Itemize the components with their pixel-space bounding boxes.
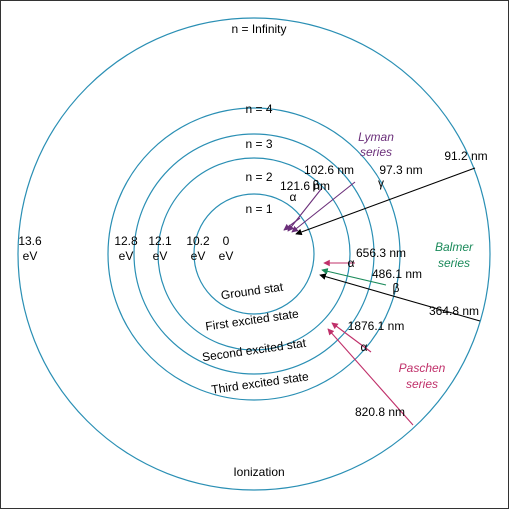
second-excited-label: Second excited stat xyxy=(201,336,307,365)
paschen-alpha-wavelength: 1876.1 nm xyxy=(348,319,405,333)
lyman-series-title-1: Lyman xyxy=(358,130,394,144)
energy-n1-value: 0 xyxy=(223,234,230,248)
lyman-beta-greek: β xyxy=(313,178,320,192)
n1-label: n = 1 xyxy=(245,202,272,216)
lyman-alpha-greek: α xyxy=(290,190,297,204)
paschen-series-title-2: series xyxy=(406,377,438,391)
energy-n2-unit: eV xyxy=(191,249,206,263)
ionization-label: Ionization xyxy=(233,465,284,479)
energy-inf-value: 13.6 xyxy=(18,234,42,248)
orbit-infinity xyxy=(17,17,491,491)
energy-n1-unit: eV xyxy=(219,249,234,263)
balmer-beta-greek: β xyxy=(393,281,400,295)
balmer-alpha-wavelength: 656.3 nm xyxy=(356,246,406,260)
lyman-series-title-2: series xyxy=(360,145,392,159)
balmer-alpha-greek: α xyxy=(348,256,355,270)
energy-n4-value: 12.8 xyxy=(114,234,138,248)
n4-label: n = 4 xyxy=(245,102,272,116)
ground-state-label: Ground stat xyxy=(220,280,285,303)
orbit-n4 xyxy=(107,107,401,401)
orbit-n2 xyxy=(157,157,351,351)
paschen-limit-wavelength: 820.8 nm xyxy=(355,405,405,419)
balmer-series-title-2: series xyxy=(438,256,470,270)
n3-label: n = 3 xyxy=(245,137,272,151)
balmer-beta-line xyxy=(321,268,387,286)
lyman-beta-line xyxy=(287,187,323,232)
lyman-alpha-wavelength: 121.6 nm xyxy=(280,179,330,193)
balmer-limit-wavelength: 364.8 nm xyxy=(429,304,479,318)
energy-n2-value: 10.2 xyxy=(186,234,210,248)
paschen-alpha-greek: α xyxy=(361,340,368,354)
lyman-limit-line xyxy=(295,167,476,236)
lyman-gamma-line xyxy=(291,181,356,233)
n2-label: n = 2 xyxy=(245,170,272,184)
paschen-alpha-line xyxy=(331,322,372,353)
energy-n4-unit: eV xyxy=(119,249,134,263)
orbit-n3 xyxy=(133,133,375,375)
balmer-limit-line xyxy=(319,273,481,322)
paschen-limit-line xyxy=(327,328,414,426)
lyman-beta-wavelength: 102.6 nm xyxy=(304,163,354,177)
n-infinity-label: n = Infinity xyxy=(231,22,286,36)
lyman-limit-wavelength: 91.2 nm xyxy=(444,149,487,163)
lyman-gamma-greek: γ xyxy=(378,176,384,190)
first-excited-label: First excited state xyxy=(204,306,299,333)
energy-n3-value: 12.1 xyxy=(148,234,172,248)
energy-inf-unit: eV xyxy=(23,249,38,263)
balmer-beta-wavelength: 486.1 nm xyxy=(372,267,422,281)
energy-n3-unit: eV xyxy=(153,249,168,263)
lyman-gamma-wavelength: 97.3 nm xyxy=(379,163,422,177)
balmer-series-title-1: Balmer xyxy=(435,240,474,254)
paschen-series-title-1: Paschen xyxy=(399,361,446,375)
orbit-n1 xyxy=(193,193,315,315)
